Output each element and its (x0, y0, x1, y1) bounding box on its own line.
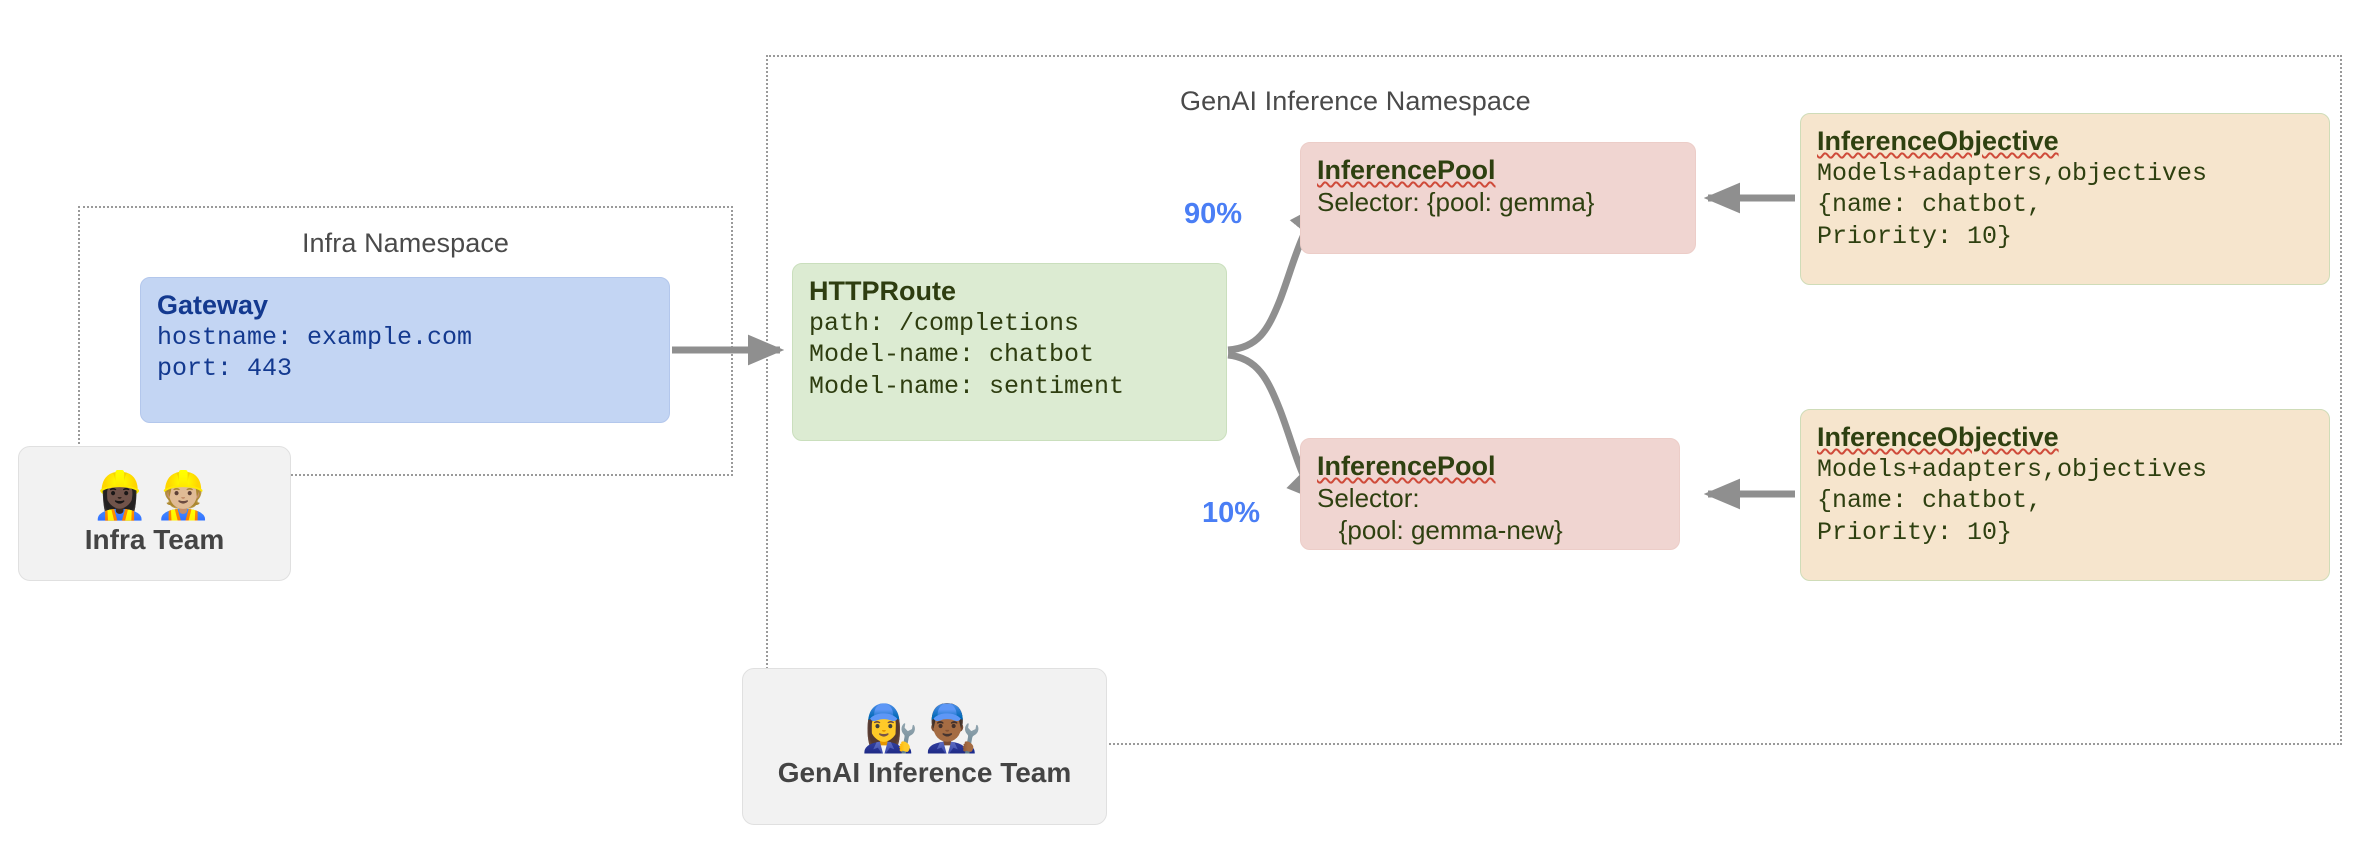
team-card-genai-label: GenAI Inference Team (777, 756, 1072, 788)
team-card-genai[interactable]: 👩‍🔧👨🏾‍🔧 GenAI Inference Team (742, 668, 1107, 825)
node-inferenceobjective-top-title: InferenceObjective (1817, 126, 2059, 156)
node-inferencepool-gemma-new-title: InferencePool (1317, 451, 1496, 481)
node-inferencepool-gemma-new[interactable]: InferencePool Selector: {pool: gemma-new… (1300, 438, 1680, 550)
node-inferencepool-gemma[interactable]: InferencePool Selector: {pool: gemma} (1300, 142, 1696, 254)
node-inferencepool-gemma-new-selector-value: {pool: gemma-new} (1317, 514, 1563, 545)
node-inferenceobjective-bottom-priority: Priority: 10} (1817, 517, 2013, 547)
edge-label-10-percent: 10% (1202, 497, 1261, 529)
node-gateway[interactable]: Gateway hostname: example.com port: 443 (140, 277, 670, 423)
team-card-infra-label: Infra Team (84, 523, 225, 555)
node-inferencepool-gemma-selector: Selector: {pool: gemma} (1317, 186, 1595, 217)
construction-worker-icons: 👷🏿‍♀️👷🏼 (91, 468, 218, 521)
node-inferenceobjective-top[interactable]: InferenceObjective Models+adapters,objec… (1800, 113, 2330, 285)
node-inferencepool-gemma-new-selector: Selector: (1317, 482, 1420, 513)
namespace-genai-title: GenAI Inference Namespace (1180, 86, 1531, 116)
node-gateway-hostname: hostname: example.com (157, 322, 473, 352)
team-card-infra[interactable]: 👷🏿‍♀️👷🏼 Infra Team (18, 446, 291, 581)
namespace-infra-title: Infra Namespace (301, 228, 510, 258)
node-inferenceobjective-top-models: Models+adapters,objectives (1817, 158, 2208, 188)
node-httproute-path: path: /completions (809, 308, 1080, 338)
node-inferenceobjective-bottom-models: Models+adapters,objectives (1817, 454, 2208, 484)
node-inferenceobjective-bottom[interactable]: InferenceObjective Models+adapters,objec… (1800, 409, 2330, 581)
mechanic-icons: 👩‍🔧👨🏾‍🔧 (861, 701, 988, 754)
node-httproute-title: HTTPRoute (809, 276, 956, 306)
node-httproute-model-name-chatbot: Model-name: chatbot (809, 340, 1095, 370)
namespace-genai (766, 55, 2342, 745)
node-gateway-title: Gateway (157, 290, 269, 320)
node-httproute[interactable]: HTTPRoute path: /completions Model-name:… (792, 263, 1227, 441)
node-inferenceobjective-bottom-title: InferenceObjective (1817, 422, 2059, 452)
edge-label-90-percent: 90% (1184, 198, 1243, 230)
node-inferenceobjective-bottom-name: {name: chatbot, (1817, 486, 2043, 516)
node-inferenceobjective-top-priority: Priority: 10} (1817, 221, 2013, 251)
node-inferencepool-gemma-title: InferencePool (1317, 155, 1496, 185)
node-gateway-port: port: 443 (157, 354, 293, 384)
node-httproute-model-name-sentiment: Model-name: sentiment (809, 371, 1125, 401)
namespace-infra (78, 206, 733, 476)
node-inferenceobjective-top-name: {name: chatbot, (1817, 190, 2043, 220)
